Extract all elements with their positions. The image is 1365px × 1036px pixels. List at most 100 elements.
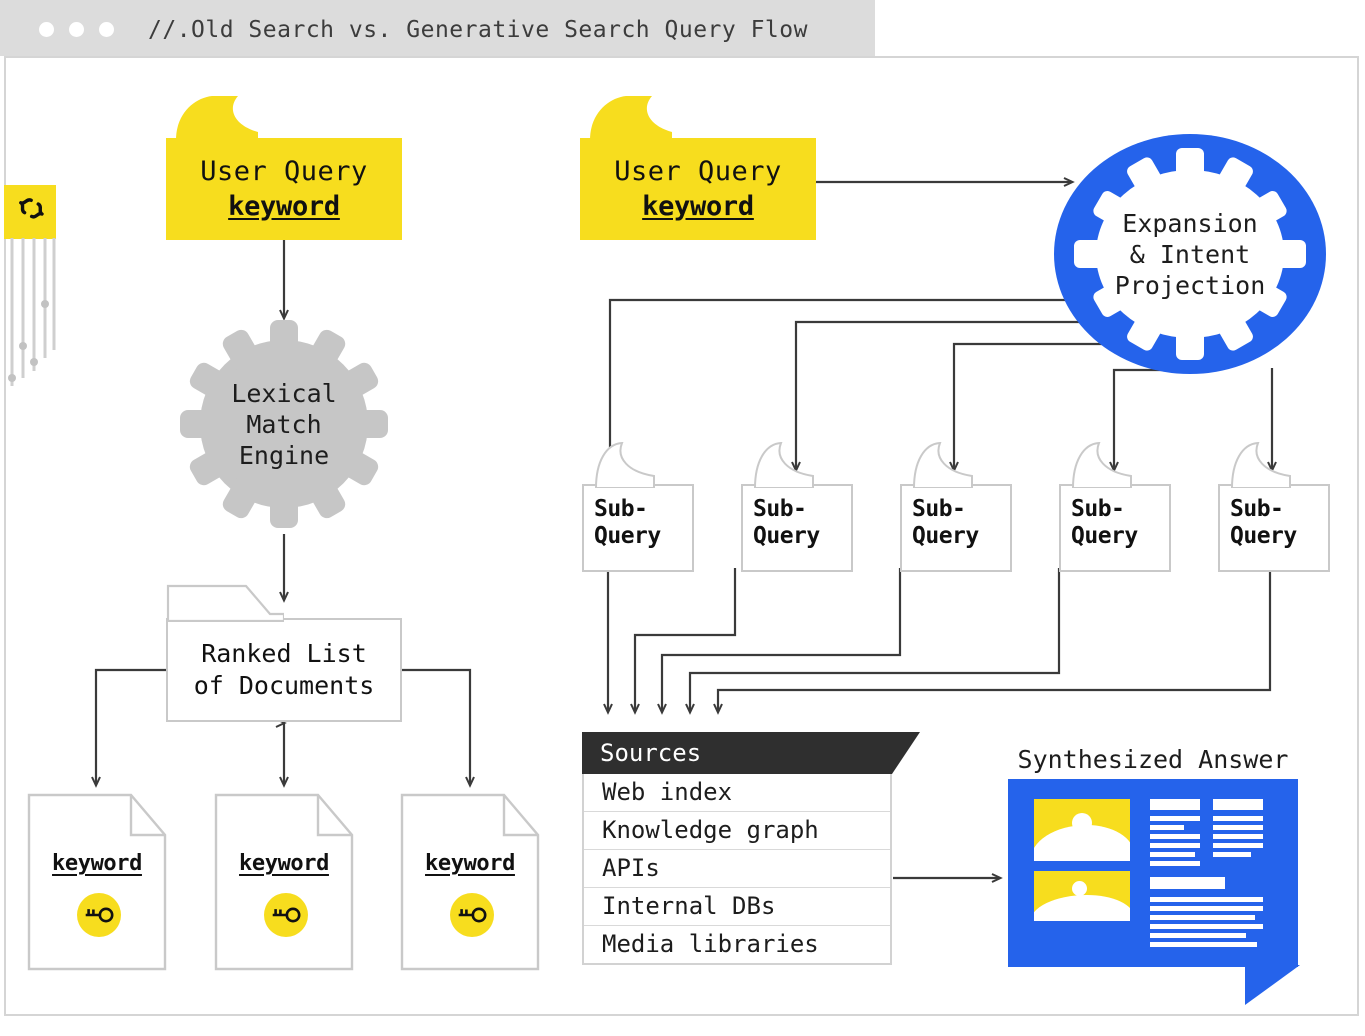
expansion-intent-gear[interactable]: Expansion & Intent Projection bbox=[1052, 132, 1328, 376]
ranked-list-label: Ranked List of Documents bbox=[194, 638, 375, 703]
card-flap bbox=[912, 442, 973, 488]
sources-header: Sources bbox=[582, 732, 920, 774]
sub-query-label: Sub- Query bbox=[743, 486, 851, 550]
note-flap bbox=[176, 96, 258, 140]
sub-query-line-2: Query bbox=[1230, 523, 1297, 550]
sub-query-line-1: Sub- bbox=[1230, 496, 1284, 522]
answer-text-line bbox=[1150, 825, 1184, 830]
card-flap bbox=[753, 442, 814, 488]
ranked-list-line-1: Ranked List bbox=[201, 638, 367, 668]
note-flap bbox=[590, 96, 672, 140]
sub-query-line-2: Query bbox=[1071, 523, 1138, 550]
sub-query-line-1: Sub- bbox=[594, 496, 648, 522]
engine-label: Lexical Match Engine bbox=[164, 312, 404, 536]
answer-thumbnail-1 bbox=[1034, 799, 1130, 861]
answer-text-line bbox=[1150, 933, 1246, 938]
engine-line-3: Engine bbox=[238, 440, 330, 470]
answer-text-line bbox=[1150, 816, 1200, 821]
sources-row-list: Web index Knowledge graph APIs Internal … bbox=[582, 774, 892, 965]
sources-row[interactable]: Media libraries bbox=[584, 925, 890, 963]
lexical-match-engine-gear[interactable]: Lexical Match Engine bbox=[164, 312, 404, 536]
sources-row[interactable]: Knowledge graph bbox=[584, 811, 890, 849]
user-query-label: User Query bbox=[614, 156, 782, 187]
answer-text-line bbox=[1150, 906, 1263, 911]
document-icon bbox=[400, 793, 540, 971]
gear-icon bbox=[1054, 134, 1326, 374]
sub-query-label: Sub- Query bbox=[1220, 486, 1328, 550]
sub-query-line-1: Sub- bbox=[912, 496, 966, 522]
document-icon bbox=[27, 793, 167, 971]
window-dot-2[interactable] bbox=[69, 22, 84, 37]
answer-text-line bbox=[1150, 897, 1263, 902]
expansion-line-1: Expansion bbox=[1122, 208, 1258, 238]
user-query-keyword: keyword bbox=[642, 191, 754, 222]
card-flap bbox=[1071, 442, 1132, 488]
synthesized-answer-title: Synthesized Answer bbox=[1017, 745, 1289, 774]
title-bar-slant bbox=[812, 0, 872, 56]
sub-query-line-1: Sub- bbox=[1071, 496, 1125, 522]
sub-query-line-2: Query bbox=[594, 523, 661, 550]
user-query-note-right[interactable]: User Query keyword bbox=[580, 96, 816, 240]
expansion-line-3: Projection bbox=[1114, 270, 1266, 300]
sources-row[interactable]: Web index bbox=[602, 778, 733, 806]
key-icon bbox=[264, 893, 308, 937]
document-card-3[interactable]: keyword bbox=[400, 793, 540, 971]
sources-header-label: Sources bbox=[600, 739, 702, 767]
answer-text-line bbox=[1150, 861, 1200, 866]
expansion-label: Expansion & Intent Projection bbox=[1052, 132, 1328, 376]
sub-query-label: Sub- Query bbox=[902, 486, 1010, 550]
synthesized-answer-bubble[interactable] bbox=[1008, 779, 1300, 1005]
user-query-label: User Query bbox=[200, 156, 368, 187]
engine-line-1: Lexical bbox=[231, 378, 337, 408]
sub-query-label: Sub- Query bbox=[584, 486, 692, 550]
window-dot-1[interactable] bbox=[39, 22, 54, 37]
window-title: //.Old Search vs. Generative Search Quer… bbox=[148, 17, 808, 43]
answer-text-line bbox=[1150, 877, 1225, 889]
answer-text-line bbox=[1150, 834, 1200, 839]
gear-icon bbox=[180, 320, 388, 528]
sources-header-slant bbox=[892, 732, 920, 774]
answer-text-line bbox=[1150, 942, 1257, 947]
window-title-bar bbox=[0, 0, 875, 56]
ranked-list-box[interactable]: Ranked List of Documents bbox=[166, 584, 402, 722]
user-query-keyword: keyword bbox=[228, 191, 340, 222]
card-flap bbox=[1230, 442, 1291, 488]
user-query-note-left[interactable]: User Query keyword bbox=[166, 96, 402, 240]
card-flap bbox=[594, 442, 655, 488]
document-card-1[interactable]: keyword bbox=[27, 793, 167, 971]
circuit-trace-decoration bbox=[8, 238, 56, 386]
document-keyword: keyword bbox=[425, 851, 515, 876]
ranked-list-line-2: of Documents bbox=[193, 671, 375, 700]
document-icon bbox=[214, 793, 354, 971]
window-dot-3[interactable] bbox=[99, 22, 114, 37]
engine-line-2: Match bbox=[246, 409, 322, 439]
sources-panel[interactable]: Sources Web index Knowledge graph APIs I… bbox=[582, 732, 920, 965]
sub-query-card-5[interactable]: Sub- Query bbox=[1218, 442, 1330, 572]
answer-text-line bbox=[1150, 799, 1200, 810]
sub-query-card-1[interactable]: Sub- Query bbox=[582, 442, 694, 572]
answer-text-line bbox=[1213, 834, 1263, 839]
answer-text-line bbox=[1213, 799, 1263, 810]
answer-text-line bbox=[1213, 816, 1263, 821]
bubble-tail bbox=[1245, 965, 1300, 1005]
answer-thumbnail-2 bbox=[1034, 871, 1130, 921]
document-card-2[interactable]: keyword bbox=[214, 793, 354, 971]
sub-query-card-4[interactable]: Sub- Query bbox=[1059, 442, 1171, 572]
expansion-line-2: & Intent bbox=[1129, 239, 1251, 269]
answer-text-line bbox=[1150, 852, 1195, 857]
folder-tab bbox=[166, 584, 284, 622]
sources-row[interactable]: APIs bbox=[584, 849, 890, 887]
answer-text-line bbox=[1213, 825, 1263, 830]
sub-query-card-2[interactable]: Sub- Query bbox=[741, 442, 853, 572]
answer-text-line bbox=[1213, 852, 1251, 857]
key-icon bbox=[77, 893, 121, 937]
answer-text-line bbox=[1213, 843, 1263, 848]
document-keyword: keyword bbox=[52, 851, 142, 876]
sub-query-label: Sub- Query bbox=[1061, 486, 1169, 550]
sub-query-line-1: Sub- bbox=[753, 496, 807, 522]
sources-row[interactable]: Internal DBs bbox=[584, 887, 890, 925]
sub-query-card-3[interactable]: Sub- Query bbox=[900, 442, 1012, 572]
sub-query-line-2: Query bbox=[753, 523, 820, 550]
answer-text-line bbox=[1150, 915, 1255, 920]
document-keyword: keyword bbox=[239, 851, 329, 876]
